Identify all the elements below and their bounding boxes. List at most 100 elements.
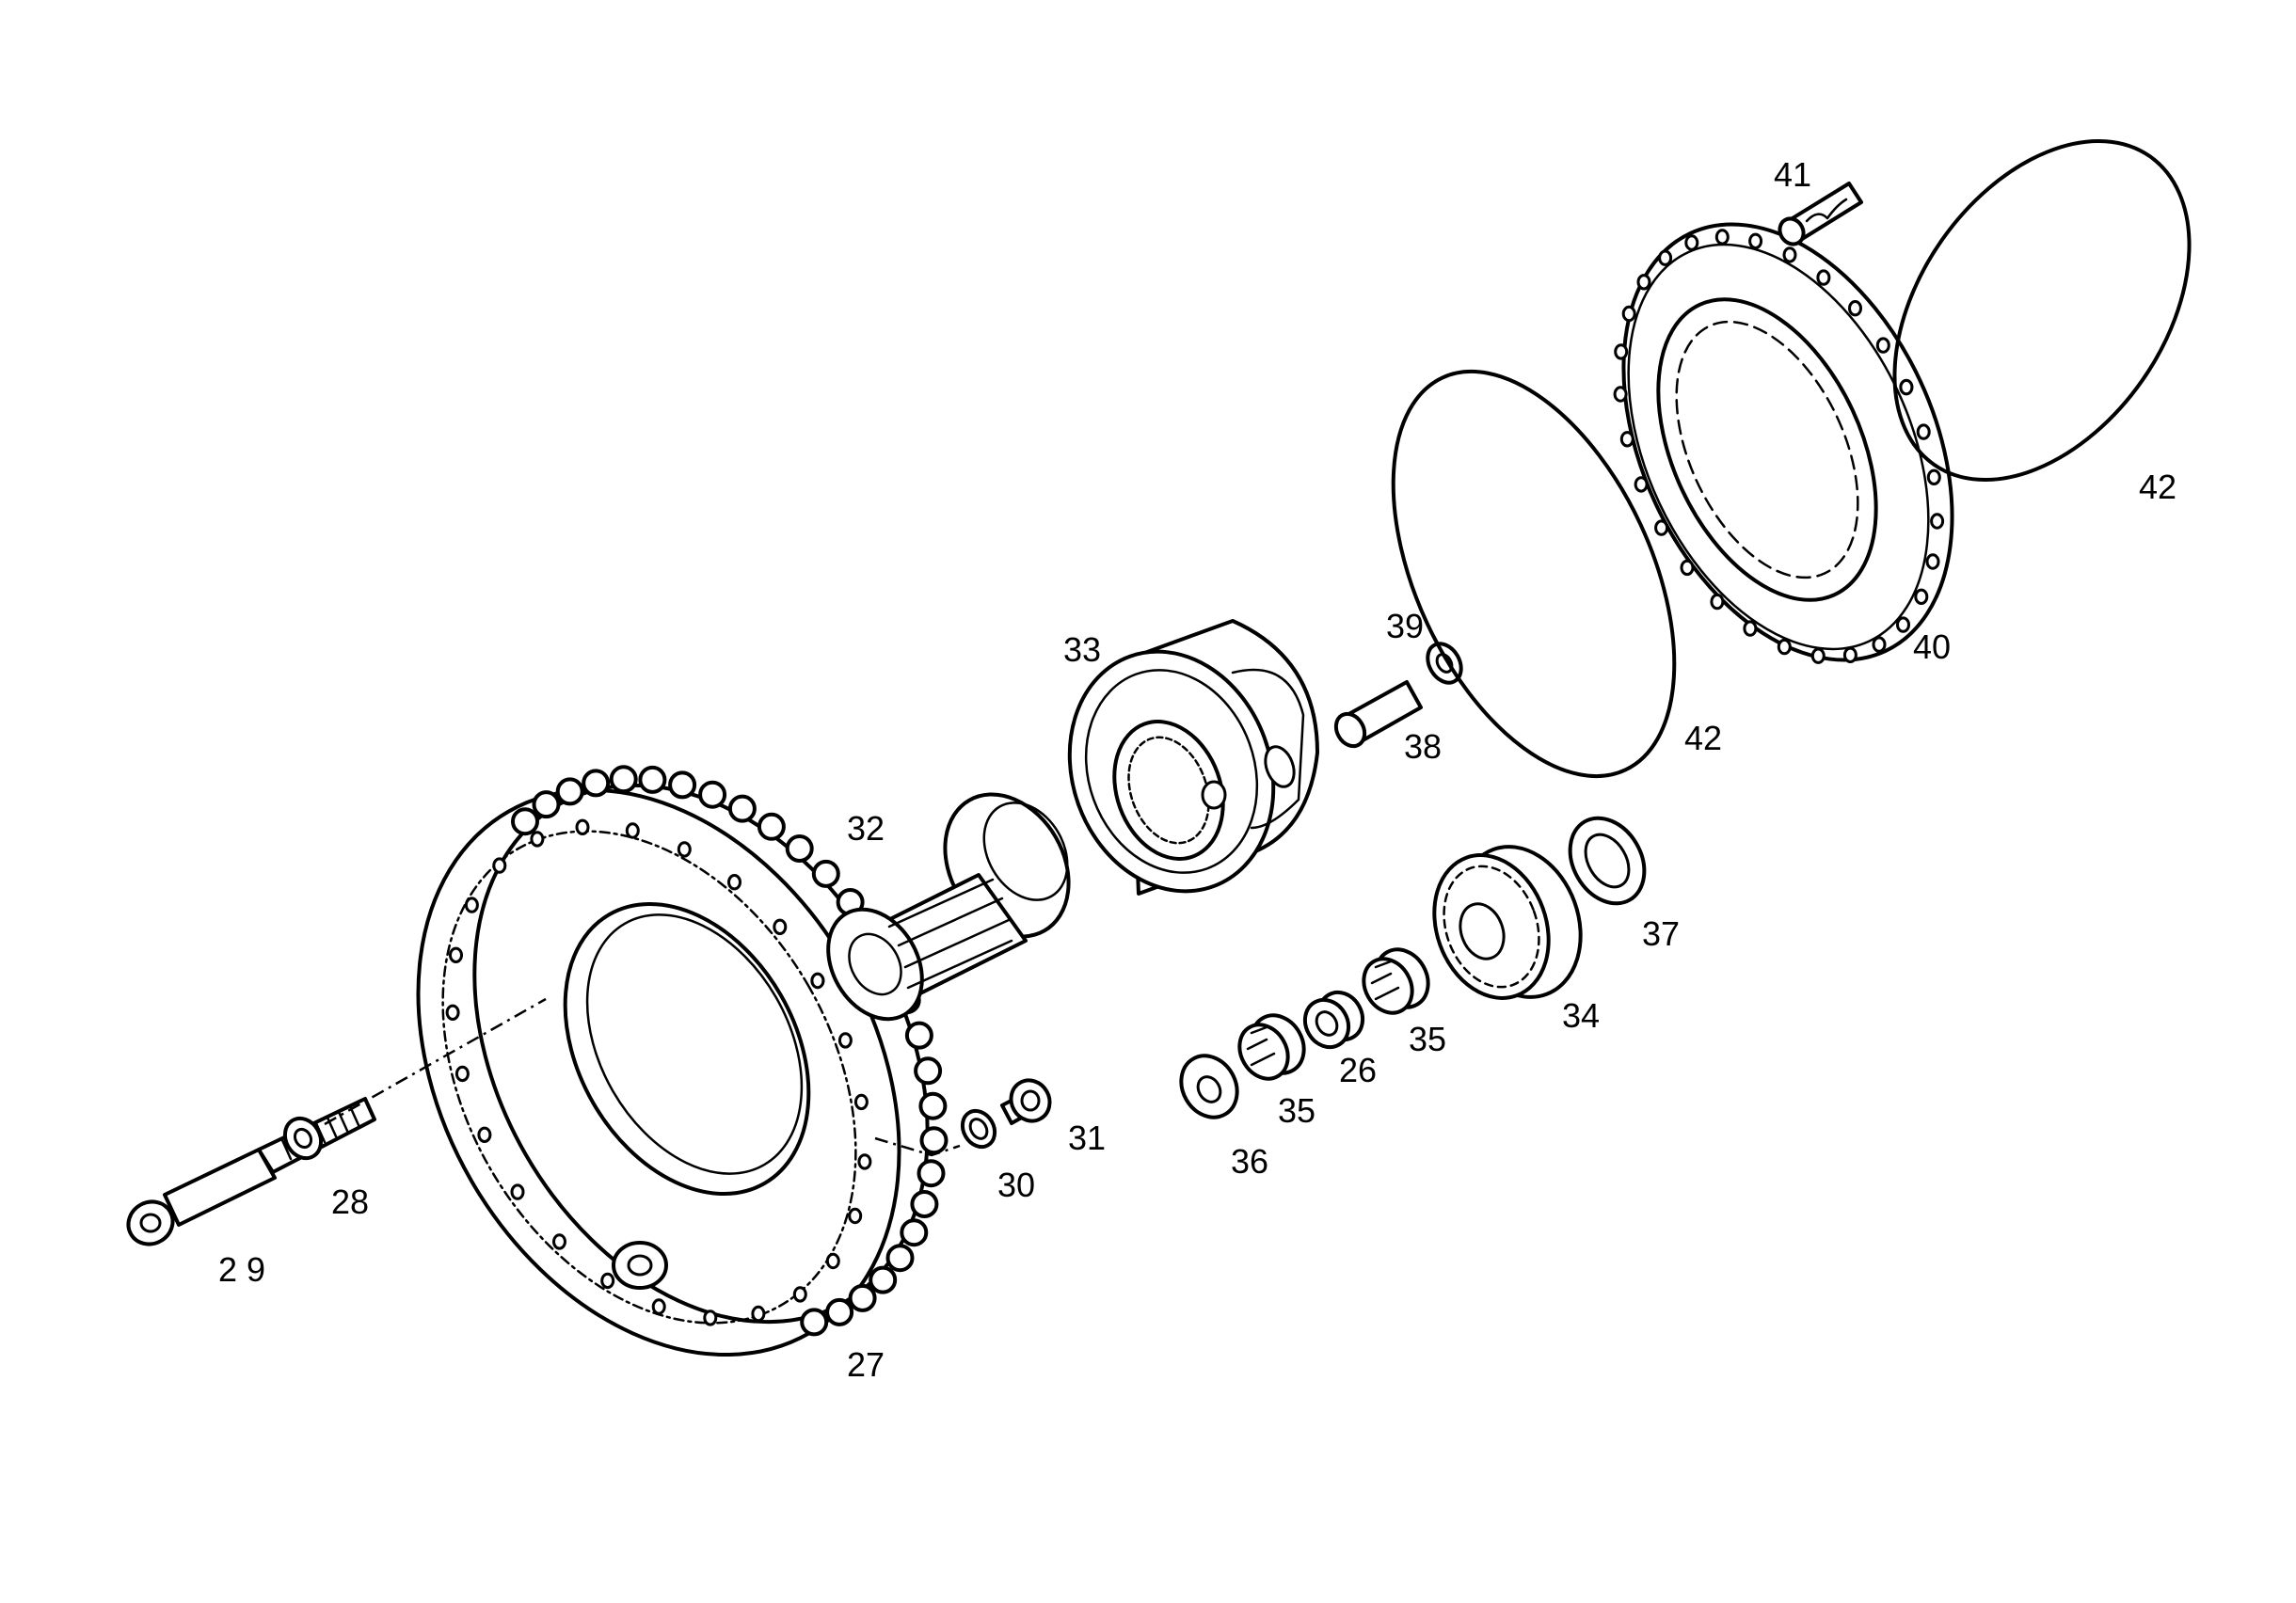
rim-tooth	[638, 765, 667, 794]
bolt-hole	[1782, 246, 1797, 263]
callout-39: 39	[1386, 607, 1424, 645]
callout-30: 30	[997, 1166, 1035, 1204]
rim-tooth	[869, 1265, 898, 1294]
bolt-hole	[1896, 616, 1910, 633]
bolt-hole	[530, 831, 545, 848]
bolt-hole	[1899, 378, 1914, 396]
part-42-o-ring-outer	[1892, 138, 2192, 483]
rim-tooth	[511, 807, 539, 836]
part-32-sun-gear	[826, 792, 1071, 1022]
bolt-hole	[1680, 559, 1695, 577]
bolt-hole	[492, 857, 507, 874]
bolt-hole	[1925, 553, 1940, 570]
rim-tooth	[904, 1021, 933, 1050]
housing-bolt-holes	[445, 818, 872, 1326]
rim-tooth	[727, 794, 757, 823]
bolt-hole	[1743, 620, 1758, 637]
bolt-hole	[792, 1286, 807, 1303]
rim-tooth	[919, 1126, 949, 1155]
bolt-hole	[1658, 249, 1673, 266]
rim-tooth	[582, 769, 611, 798]
part-36-tab-washer	[1179, 1054, 1239, 1119]
callout-35-lower: 35	[1278, 1091, 1315, 1130]
rim-tooth	[825, 1297, 854, 1326]
rim-tooth	[757, 812, 786, 841]
bolt-hole	[625, 822, 640, 839]
part-37-thrust-washer	[1568, 816, 1647, 906]
part-29-cap-screw	[126, 1097, 376, 1246]
rim-tooth	[917, 1159, 946, 1188]
callout-36: 36	[1231, 1142, 1268, 1181]
bolt-hole	[651, 1298, 666, 1315]
part-35-needle-bearing-upper	[1362, 947, 1430, 1015]
bolt-hole	[810, 972, 825, 990]
bolt-hole	[1914, 588, 1929, 605]
part-34-planet-gear	[1432, 845, 1583, 1000]
callout-38: 38	[1404, 727, 1442, 766]
bolt-hole	[1714, 229, 1730, 246]
part-35-needle-bearing-lower	[1237, 1013, 1306, 1081]
part-42-o-ring-inner	[1391, 369, 1677, 779]
assembly-line-screw	[324, 997, 547, 1126]
rim-tooth	[910, 1190, 939, 1218]
part-30-circlip	[960, 1108, 997, 1150]
bolt-hole	[1930, 513, 1945, 530]
bolt-hole	[727, 874, 741, 891]
callout-42-outer: 42	[2139, 468, 2176, 506]
bolt-hole	[1619, 431, 1634, 448]
bolt-hole	[1842, 646, 1858, 663]
rim-tooth	[668, 770, 697, 800]
bolt-hole	[1916, 423, 1931, 440]
callout-labels: 26 27 28 2 9 30 31 32 33 34 35 35 36 37 …	[218, 155, 2176, 1384]
callout-35-upper: 35	[1409, 1020, 1446, 1058]
callout-31: 31	[1068, 1119, 1106, 1157]
part-26-spacer	[1302, 990, 1365, 1050]
rim-tooth	[885, 1244, 915, 1273]
rim-tooth	[811, 859, 840, 888]
housing-rim-teeth	[511, 765, 949, 1337]
part-41-dowel-pin	[1778, 182, 1863, 246]
bolt-hole	[449, 946, 463, 963]
rim-tooth	[914, 1056, 943, 1086]
part-28-washer	[282, 1116, 324, 1161]
bolt-hole	[1614, 343, 1629, 360]
callout-28: 28	[331, 1182, 369, 1221]
bolt-hole	[1636, 274, 1651, 291]
bolt-hole	[1634, 476, 1649, 493]
bolt-hole	[837, 1032, 853, 1049]
callout-42-inner: 42	[1684, 719, 1722, 757]
bolt-hole	[1748, 232, 1763, 249]
callout-33: 33	[1063, 630, 1101, 669]
bolt-hole	[1810, 647, 1826, 664]
bolt-hole	[575, 818, 590, 835]
part-38-planet-shaft	[1333, 680, 1423, 749]
assembly-line-pin	[874, 1136, 961, 1157]
rim-tooth	[900, 1218, 929, 1247]
callout-34: 34	[1562, 996, 1600, 1035]
rim-tooth	[532, 790, 561, 819]
part-27-housing	[416, 765, 949, 1357]
callout-37: 37	[1642, 914, 1680, 953]
callout-27: 27	[847, 1345, 885, 1384]
callout-29: 2 9	[218, 1250, 265, 1289]
bolt-hole	[1654, 519, 1669, 536]
callout-32: 32	[847, 809, 885, 848]
bolt-hole	[552, 1233, 566, 1250]
bolt-hole	[773, 918, 788, 935]
bolt-hole	[445, 1004, 460, 1022]
bolt-hole	[1684, 234, 1699, 251]
bolt-hole	[1816, 269, 1831, 286]
part-33-carrier-hub	[1067, 619, 1319, 896]
bolt-hole	[1875, 337, 1890, 354]
part-31-pin	[1000, 1078, 1052, 1125]
rim-tooth	[918, 1091, 948, 1120]
bolt-hole	[1621, 305, 1636, 323]
callout-26: 26	[1339, 1051, 1377, 1089]
bolt-hole	[1872, 636, 1887, 653]
bolt-hole	[853, 1093, 869, 1111]
bolt-hole	[464, 897, 479, 913]
bolt-hole	[703, 1309, 718, 1326]
bolt-hole	[454, 1065, 470, 1083]
bolt-hole	[1848, 300, 1862, 317]
